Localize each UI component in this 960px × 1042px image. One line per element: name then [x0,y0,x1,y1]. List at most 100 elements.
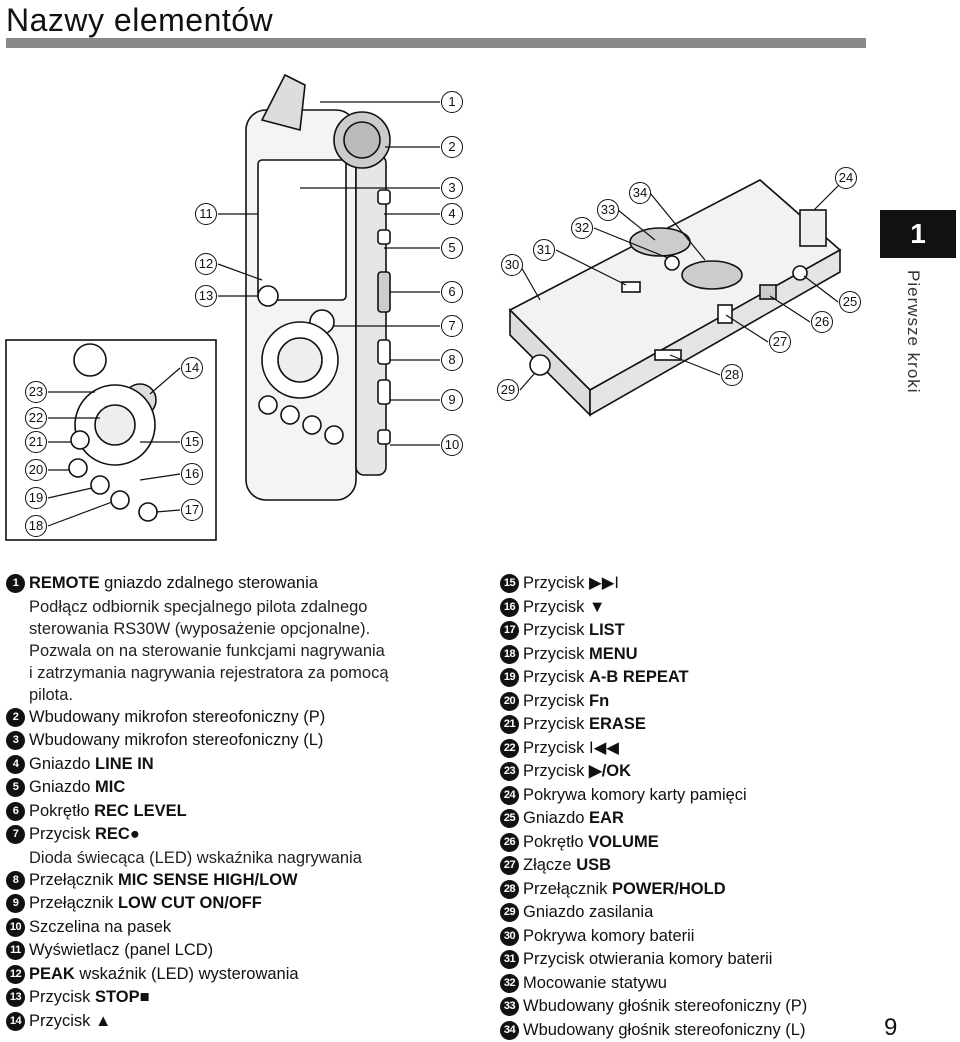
legend-item-text: Pokrętło VOLUME [523,831,659,855]
page-title: Nazwy elementów [6,2,273,39]
legend-item-text: Przycisk ▼ [523,596,605,620]
legend-item-text: Szczelina na pasek [29,916,171,940]
legend-item-text: Wbudowany mikrofon stereofoniczny (P) [29,706,325,730]
legend-item-text: Wbudowany głośnik stereofoniczny (P) [523,995,807,1019]
page-number: 9 [884,1014,897,1042]
callout-34: 34 [629,182,651,204]
callout-27: 27 [769,331,791,353]
callout-7: 7 [441,315,463,337]
callout-10: 10 [441,434,463,456]
legend-number-badge: 24 [500,786,519,805]
legend-item-text: Przełącznik MIC SENSE HIGH/LOW [29,869,298,893]
legend-item-description: sterowania RS30W (wyposażenie opcjonalne… [29,618,486,640]
legend-item-bold: POWER/HOLD [612,880,726,898]
legend-item-text: Przełącznik LOW CUT ON/OFF [29,892,262,916]
callout-30: 30 [501,254,523,276]
legend-item-text: Pokrętło REC LEVEL [29,800,187,824]
legend-item-text: Przycisk A-B REPEAT [523,666,689,690]
callout-3: 3 [441,177,463,199]
legend-number-badge: 27 [500,856,519,875]
legend-item-text: Przycisk otwierania komory baterii [523,948,772,972]
legend-number-badge: 7 [6,825,25,844]
legend-number-badge: 30 [500,927,519,946]
legend-item-text: Przycisk ERASE [523,713,646,737]
legend-number-badge: 28 [500,880,519,899]
legend-number-badge: 14 [6,1012,25,1031]
legend-item-text: Przycisk Fn [523,690,609,714]
legend-item-bold: PEAK [29,965,75,983]
legend-number-badge: 16 [500,598,519,617]
legend-item-description: pilota. [29,684,486,706]
legend-item-text: PEAK wskaźnik (LED) wysterowania [29,963,299,987]
legend-number-badge: 29 [500,903,519,922]
legend-number-badge: 26 [500,833,519,852]
chapter-title: Pierwsze kroki [903,270,923,394]
legend-item-description: Dioda świecąca (LED) wskaźnika nagrywani… [29,847,486,869]
legend-item-bold: MIC SENSE HIGH/LOW [118,871,298,889]
legend-item-text: Gniazdo EAR [523,807,624,831]
legend-item-text: Przycisk LIST [523,619,625,643]
callout-17: 17 [181,499,203,521]
legend-item-text: Wbudowany głośnik stereofoniczny (L) [523,1019,805,1042]
callout-2: 2 [441,136,463,158]
callout-22: 22 [25,407,47,429]
callout-13: 13 [195,285,217,307]
callout-11: 11 [195,203,217,225]
device-diagram: 1 2 3 4 5 6 7 8 9 10 11 12 13 14 15 16 1… [0,60,870,560]
legend-item-bold: LOW CUT ON/OFF [118,894,262,912]
legend-number-badge: 13 [6,988,25,1007]
recorder-screen [258,160,346,300]
callout-32: 32 [571,217,593,239]
callout-24: 24 [835,167,857,189]
callout-25: 25 [839,291,861,313]
legend-number-badge: 33 [500,997,519,1016]
callout-29: 29 [497,379,519,401]
legend-number-badge: 17 [500,621,519,640]
legend-item-bold: REMOTE [29,574,100,592]
callout-9: 9 [441,389,463,411]
legend-item-text: Wbudowany mikrofon stereofoniczny (L) [29,729,323,753]
legend-item-bold: USB [576,856,611,874]
legend-number-badge: 1 [6,574,25,593]
callout-19: 19 [25,487,47,509]
callout-31: 31 [533,239,555,261]
legend-item-text: Gniazdo LINE IN [29,753,154,777]
speaker-right [682,261,742,289]
callout-8: 8 [441,349,463,371]
callout-16: 16 [181,463,203,485]
legend-item-description: Pozwala on na sterowanie funkcjami nagry… [29,640,486,662]
callout-20: 20 [25,459,47,481]
legend-number-badge: 21 [500,715,519,734]
legend-number-badge: 12 [6,965,25,984]
callout-6: 6 [441,281,463,303]
callout-1: 1 [441,91,463,113]
legend-item-bold: EAR [589,809,624,827]
power-socket [530,355,550,375]
legend-item-text: Przycisk REC● [29,823,140,847]
legend-number-badge: 34 [500,1021,519,1040]
legend-item-bold: MENU [589,645,638,663]
legend-item-text: Przycisk ▶/OK [523,760,631,784]
